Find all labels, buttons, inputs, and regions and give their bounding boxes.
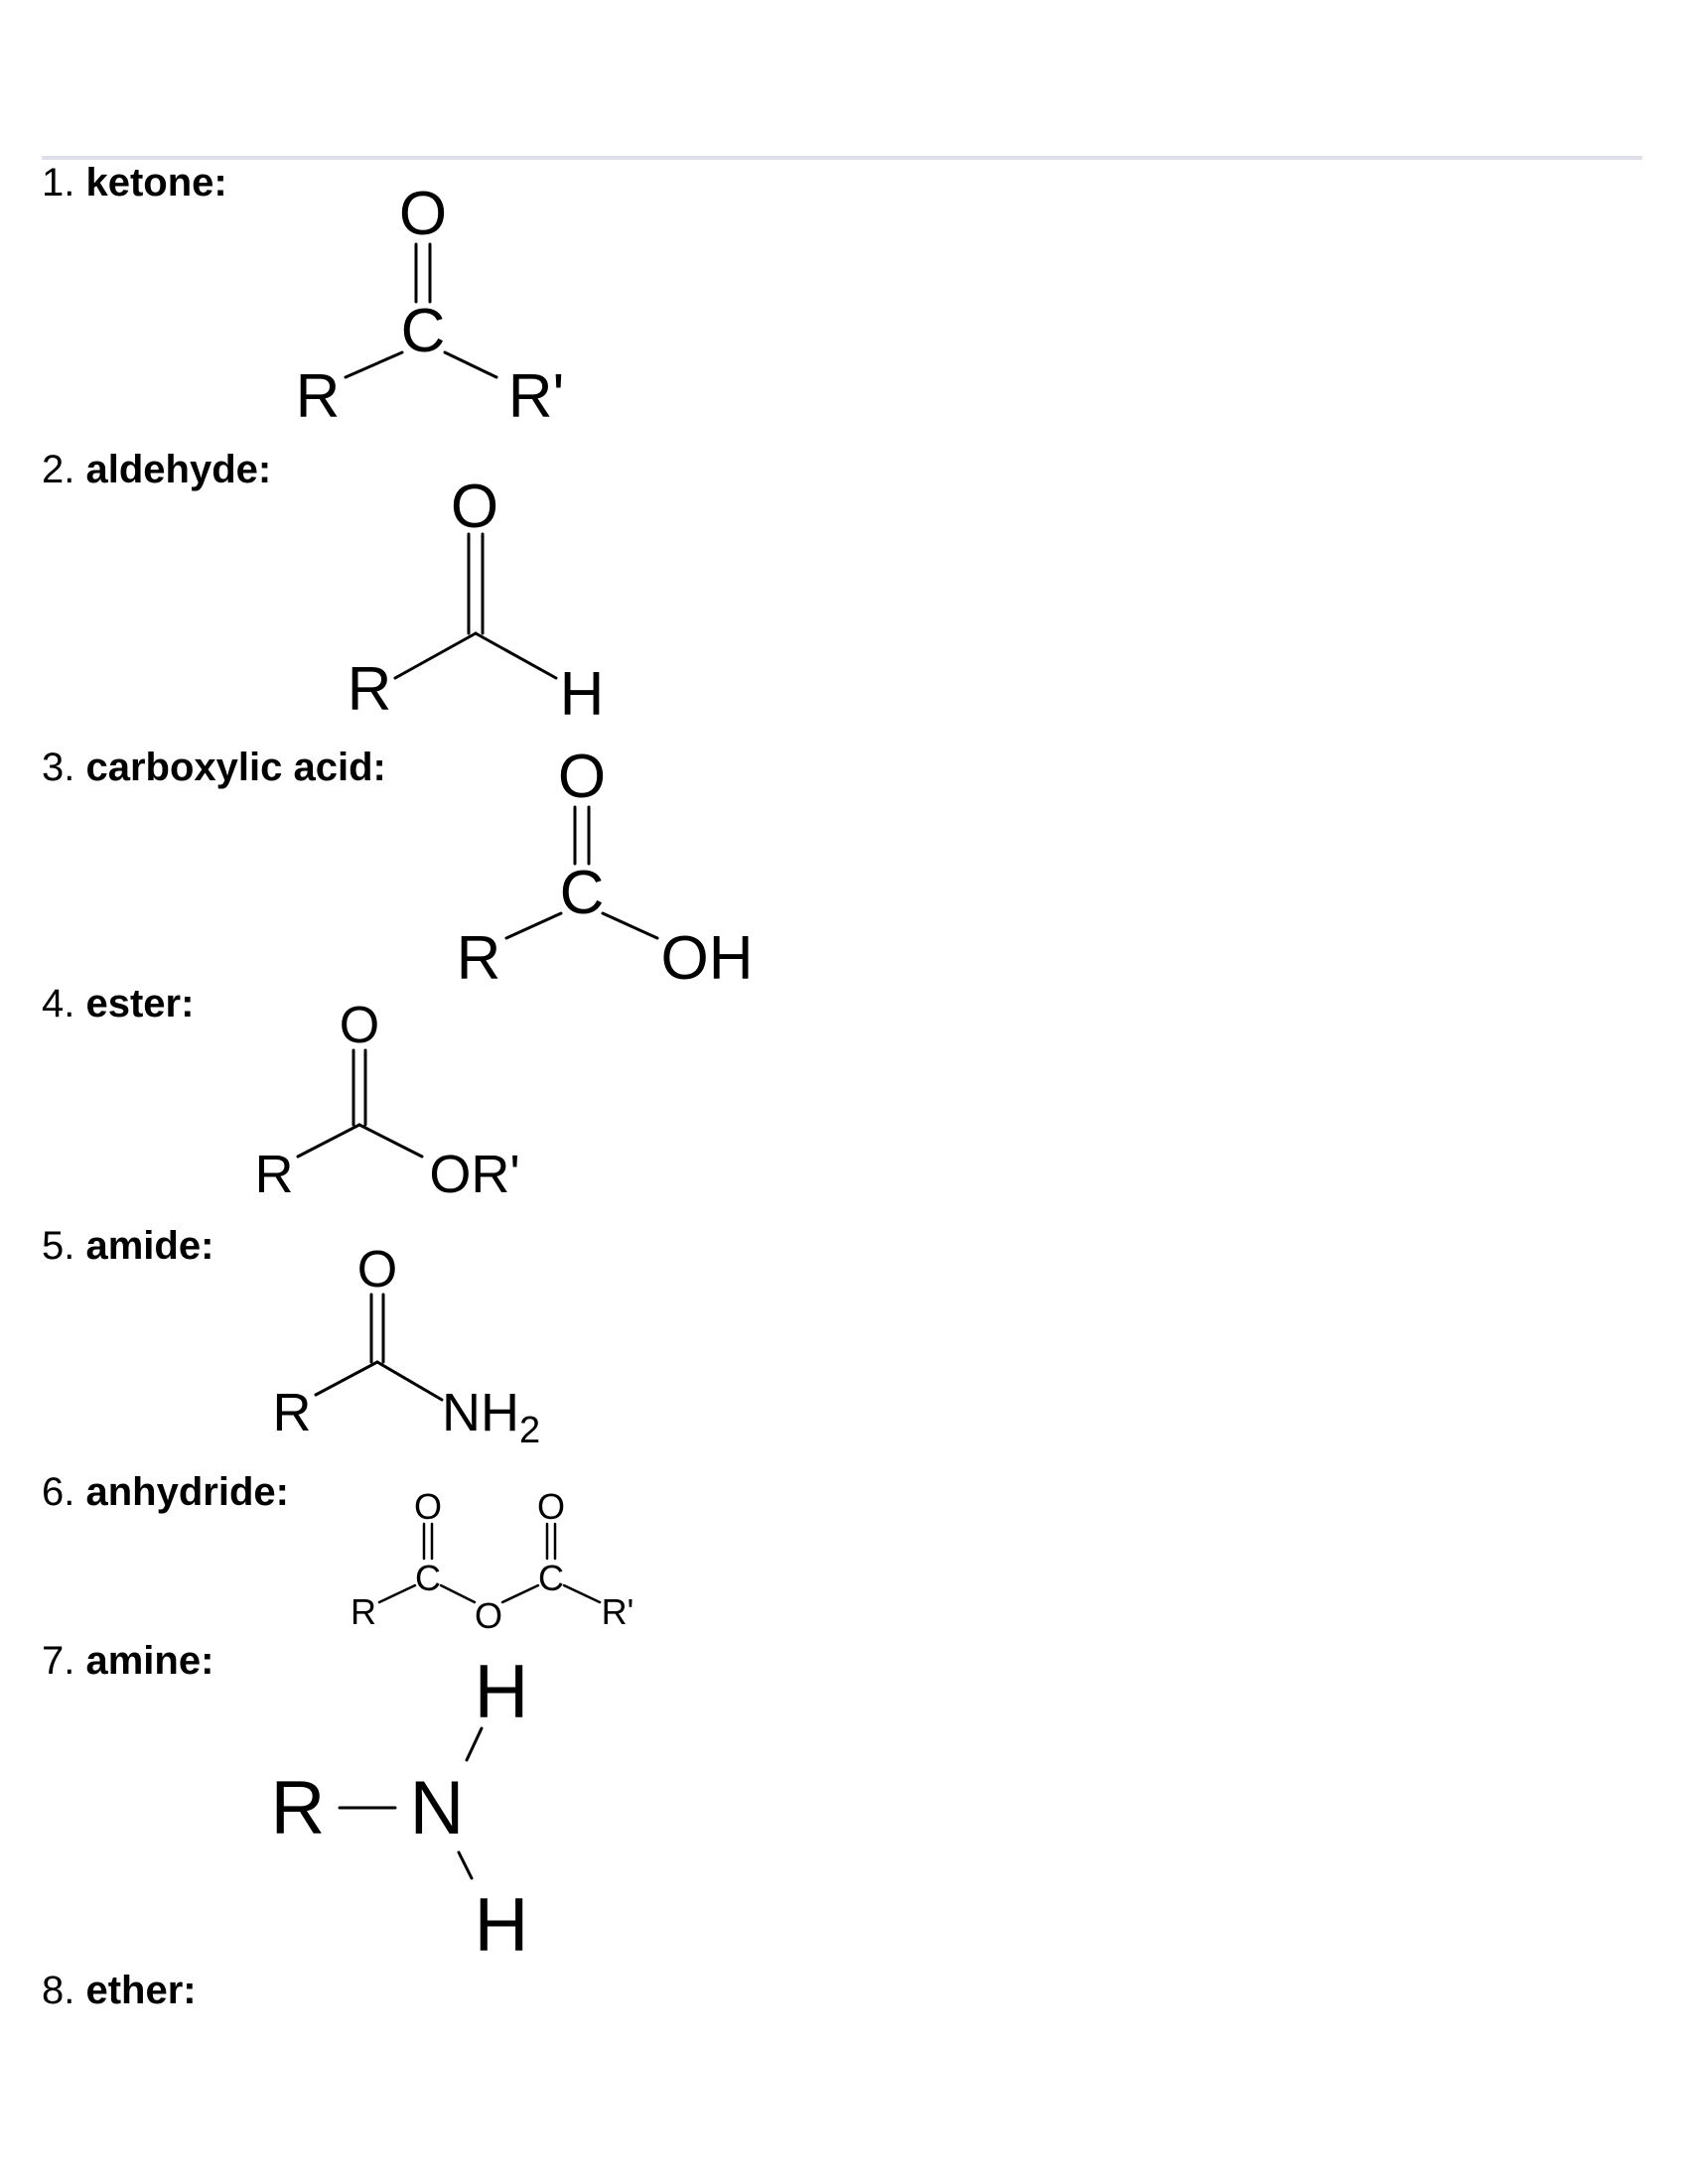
item-label: ether: [85, 1969, 197, 2012]
atom-o: O [399, 180, 447, 248]
atom-c: C [560, 859, 605, 927]
bond-line [500, 1583, 540, 1604]
item-number: 2. [42, 448, 75, 491]
atom-n: N [410, 1766, 465, 1850]
item-ether: 8. ether: [42, 1967, 197, 2014]
atom-h: H [560, 660, 605, 729]
atom-r-prime: R' [508, 362, 565, 431]
atom-r: R [273, 1383, 312, 1442]
item-label: ester: [85, 982, 195, 1025]
item-number: 5. [42, 1224, 75, 1268]
item-label: aldehyde: [85, 448, 272, 491]
bond-line [344, 350, 404, 379]
atom-nh: NH [442, 1383, 519, 1442]
item-anhydride: 6. anhydride: [42, 1468, 289, 1516]
item-number: 8. [42, 1969, 75, 2012]
item-number: 3. [42, 746, 75, 789]
atom-r: R [296, 362, 341, 431]
item-label: anhydride: [85, 1470, 289, 1514]
atom-o: O [451, 473, 498, 541]
item-aldehyde: 2. aldehyde: [42, 446, 271, 493]
bond-line [314, 1360, 379, 1397]
atom-c: C [415, 1558, 441, 1598]
item-label: ketone: [85, 161, 227, 205]
bond-line [296, 1123, 361, 1159]
bond-line [439, 1583, 477, 1604]
atom-c: C [401, 297, 446, 365]
atom-r-prime: R' [602, 1591, 634, 1632]
item-label: carboxylic acid: [85, 746, 386, 789]
item-label: amide: [85, 1224, 214, 1268]
subscript-2: 2 [519, 1410, 540, 1451]
atom-c: C [538, 1558, 564, 1598]
item-ketone: 1. ketone: [42, 159, 227, 206]
bond-line [357, 1123, 424, 1159]
atom-o: O [558, 743, 606, 811]
bond-line [474, 631, 558, 680]
item-number: 6. [42, 1470, 75, 1514]
atom-bridge-o: O [475, 1595, 502, 1636]
bond-line [393, 631, 478, 680]
item-number: 7. [42, 1639, 75, 1683]
atom-h-bottom: H [475, 1883, 529, 1968]
item-ester: 4. ester: [42, 980, 194, 1027]
atom-or-prime: OR' [429, 1145, 519, 1204]
atom-r: R [271, 1766, 326, 1850]
item-number: 4. [42, 982, 75, 1025]
atom-oh: OH [661, 924, 754, 993]
bond-line [443, 350, 498, 379]
atom-r: R [351, 1591, 376, 1632]
atom-r: R [348, 655, 392, 724]
atom-o: O [357, 1241, 397, 1298]
bond-line [457, 1850, 474, 1880]
bond-line [375, 1360, 444, 1402]
bond-line [601, 911, 659, 940]
atom-o: O [414, 1486, 442, 1527]
item-label: amine: [85, 1639, 214, 1683]
atom-nh2: NH2 [442, 1383, 540, 1451]
bond-line [377, 1583, 417, 1604]
atom-r: R [457, 924, 501, 993]
atom-r: R [255, 1145, 294, 1204]
atom-o: O [340, 997, 379, 1054]
item-number: 1. [42, 161, 75, 205]
bond-line [504, 911, 563, 940]
top-rule [42, 156, 1642, 160]
bond-line [562, 1583, 602, 1604]
item-amine: 7. amine: [42, 1637, 213, 1685]
atom-h-top: H [475, 1650, 529, 1734]
item-amide: 5. amide: [42, 1222, 213, 1270]
atom-o: O [537, 1486, 565, 1527]
bond-line [465, 1726, 484, 1762]
item-carboxylic-acid: 3. carboxylic acid: [42, 744, 386, 791]
